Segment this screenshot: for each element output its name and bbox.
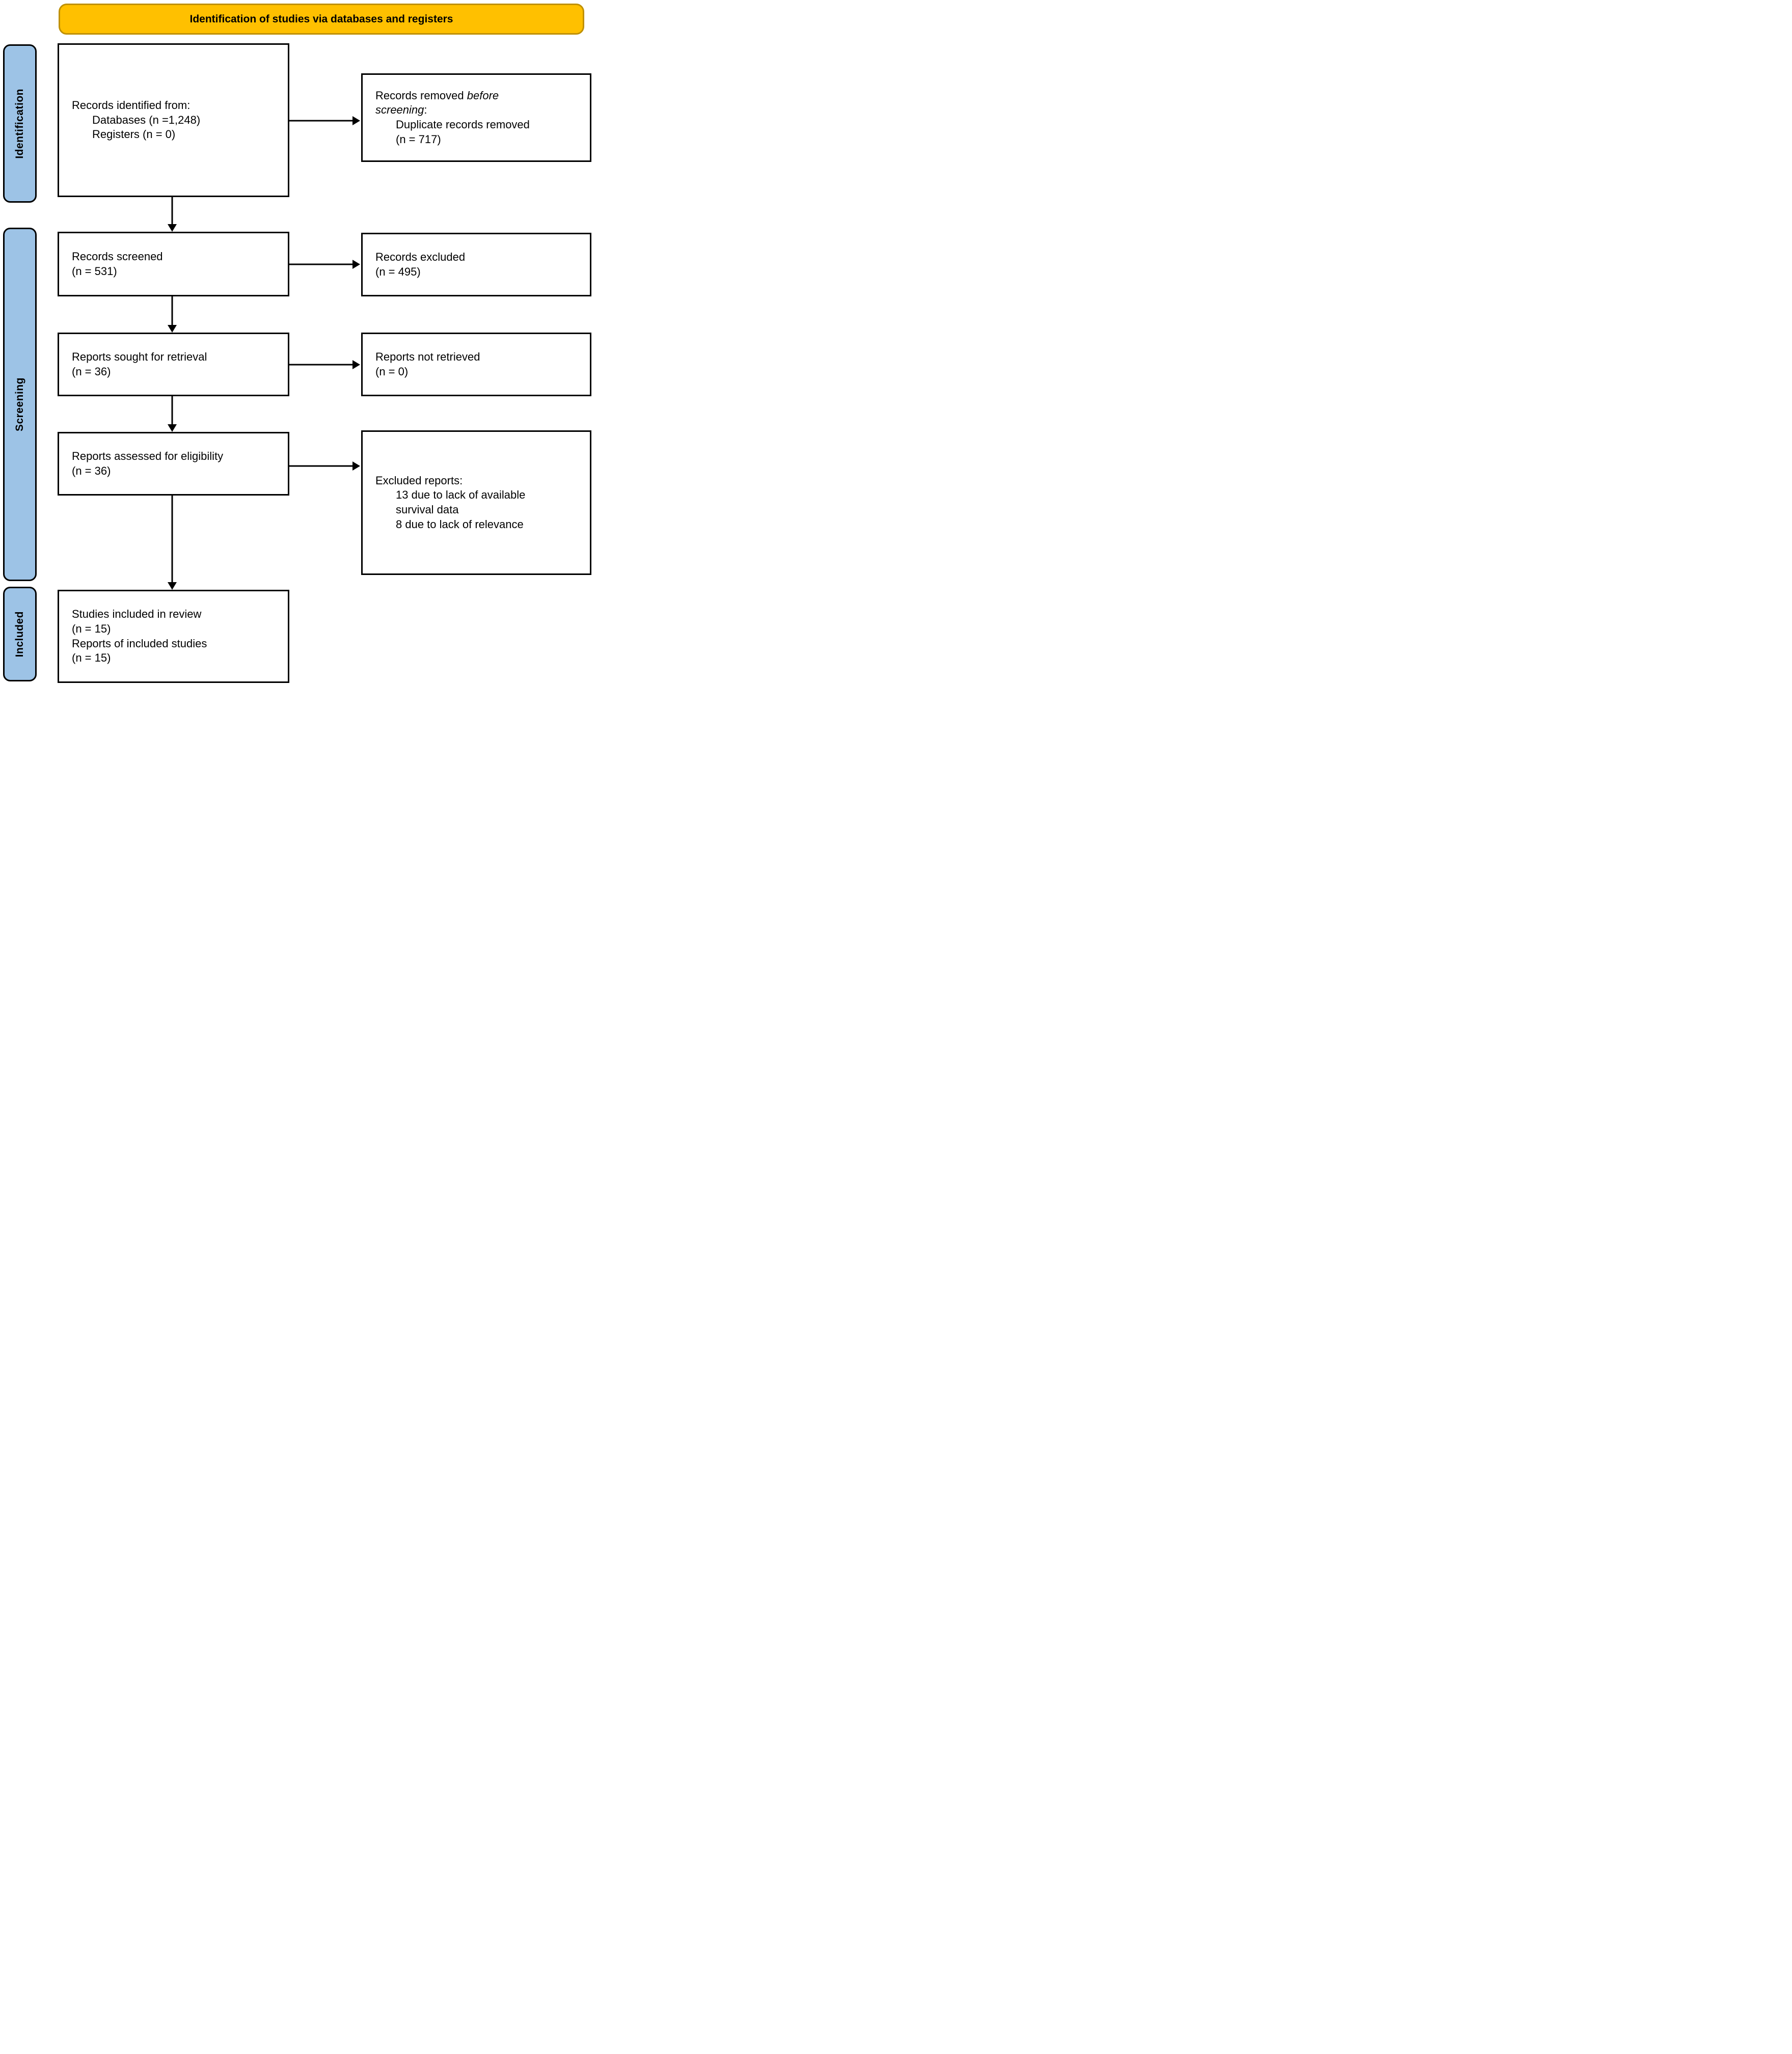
arrow-assessed-to-included xyxy=(168,496,177,590)
box-reports-sought-text: Reports sought for retrieval (n = 36) xyxy=(59,347,288,382)
stage-label-included: Included xyxy=(3,587,37,681)
text-line: Reports of included studies xyxy=(72,637,207,650)
box-studies-included: Studies included in review(n = 15)Report… xyxy=(58,590,289,683)
text-line: Reports assessed for eligibility xyxy=(72,449,224,462)
stage-included-text: Included xyxy=(14,611,25,658)
text-line: Studies included in review xyxy=(72,608,202,621)
text-line: (n = 0) xyxy=(375,365,409,378)
box-reports-not-retrieved-text: Reports not retrieved (n = 0) xyxy=(363,347,590,382)
text-line: 13 due to lack of available xyxy=(396,488,526,502)
box-studies-included-text: Studies included in review(n = 15)Report… xyxy=(59,604,288,668)
text-line: Duplicate records removed xyxy=(396,118,530,131)
title-text: Identification of studies via databases … xyxy=(189,13,453,25)
box-reports-sought: Reports sought for retrieval (n = 36) xyxy=(58,333,289,396)
text-line: Records removed before xyxy=(375,89,499,102)
stage-identification-text: Identification xyxy=(14,88,25,159)
arrow-assessed-to-excluded-reports xyxy=(289,461,360,471)
title-banner: Identification of studies via databases … xyxy=(59,4,584,35)
text-line: Databases (n =1,248) xyxy=(92,113,201,126)
text-line: (n = 15) xyxy=(72,651,111,665)
box-records-identified-text: Records identified from:Databases (n =1,… xyxy=(59,95,288,145)
text-line: (n = 15) xyxy=(72,622,111,635)
text-line: screening: xyxy=(375,103,427,117)
box-records-screened: Records screened(n = 531) xyxy=(58,232,289,296)
text-line: Records screened xyxy=(72,250,163,263)
text-line: 8 due to lack of relevance xyxy=(396,517,524,531)
arrow-sought-to-assessed xyxy=(168,396,177,432)
text-line: (n = 717) xyxy=(396,132,441,146)
text-line: (n = 495) xyxy=(375,265,421,278)
stage-label-screening: Screening xyxy=(3,228,37,581)
text-line: Records excluded xyxy=(375,250,466,263)
box-records-screened-text: Records screened(n = 531) xyxy=(59,247,288,282)
text-line: (n = 36) xyxy=(72,365,111,378)
arrow-screened-to-excluded xyxy=(289,260,360,269)
box-reports-assessed: Reports assessed for eligibility (n = 36) xyxy=(58,432,289,496)
box-reports-not-retrieved: Reports not retrieved (n = 0) xyxy=(361,333,591,396)
arrow-identified-to-removed xyxy=(289,116,360,125)
box-records-identified: Records identified from:Databases (n =1,… xyxy=(58,43,289,197)
box-excluded-reports-text: Excluded reports:13 due to lack of avail… xyxy=(363,471,590,535)
arrow-screened-to-sought xyxy=(168,296,177,333)
text-line: Excluded reports: xyxy=(375,474,463,487)
prisma-flow-diagram: Identification of studies via databases … xyxy=(0,0,598,684)
box-records-excluded: Records excluded (n = 495) xyxy=(361,233,591,296)
text-line: survival data xyxy=(396,503,459,516)
text-line: Records identified from: xyxy=(72,99,191,112)
box-records-excluded-text: Records excluded (n = 495) xyxy=(363,247,590,282)
text-line: Registers (n = 0) xyxy=(92,128,176,141)
box-reports-assessed-text: Reports assessed for eligibility (n = 36) xyxy=(59,446,288,481)
box-excluded-reports: Excluded reports:13 due to lack of avail… xyxy=(361,430,591,575)
text-line: Reports not retrieved xyxy=(375,350,480,363)
stage-label-identification: Identification xyxy=(3,44,37,203)
arrow-identified-to-screened xyxy=(168,197,177,232)
stage-screening-text: Screening xyxy=(14,377,25,432)
text-line: (n = 36) xyxy=(72,464,111,477)
text-line: Reports sought for retrieval xyxy=(72,350,207,363)
text-line: (n = 531) xyxy=(72,264,117,278)
arrow-sought-to-not-retrieved xyxy=(289,360,360,369)
